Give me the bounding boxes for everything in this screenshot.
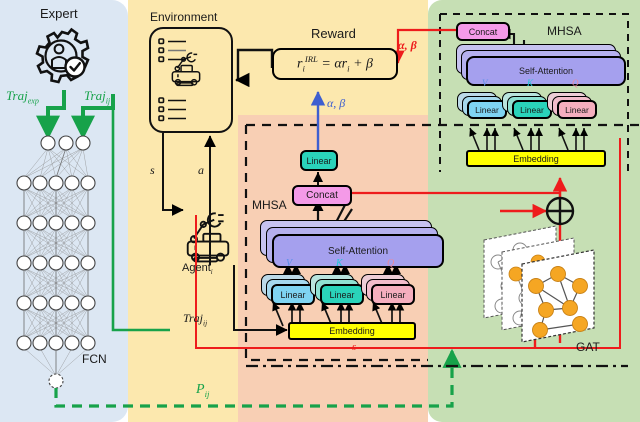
expert-title: Expert	[40, 6, 78, 21]
reward-formula-box: riIRL = αri + β	[272, 48, 398, 80]
p-ij-label: Pij	[196, 382, 210, 399]
gat-layers	[483, 225, 595, 343]
agent-robot-arm-vehicle-icon	[186, 212, 230, 263]
traj-ij-label-bottom: Trajij	[183, 311, 208, 328]
mhsa-bottom-linear-out[interactable]: Linear	[300, 150, 338, 171]
mhsa-top-q-label: Q	[572, 78, 579, 88]
agent-label: Agenti	[182, 262, 213, 277]
mhsa-bottom-linear-v[interactable]: Linear	[271, 284, 315, 305]
traj-expert-label: Trajexp	[6, 88, 39, 106]
alpha-beta-red-label: α, β	[398, 38, 417, 52]
mhsa-bottom-concat[interactable]: Concat	[292, 185, 352, 206]
mhsa-bottom-boundary	[244, 125, 428, 362]
mhsa-bottom-q-label: Q	[387, 258, 395, 269]
mhsa-top-k-label: K	[527, 78, 534, 88]
mhsa-top-linear-k[interactable]: Linear	[512, 100, 552, 119]
environment-box	[149, 27, 233, 133]
mhsa-bottom-k-label: K	[336, 258, 343, 269]
p-ij-feedback-path	[54, 348, 462, 408]
mhsa-top-linear-v[interactable]: Linear	[467, 100, 507, 119]
mhsa-bottom-embedding[interactable]: Embedding	[288, 322, 416, 340]
mhsa-bottom-self-attention[interactable]: Self-Attention	[272, 234, 444, 268]
mhsa-bottom-linear-q[interactable]: Linear	[371, 284, 415, 305]
mhsa-bottom-v-label: V	[286, 258, 293, 269]
robot-vehicle-icon	[171, 52, 201, 87]
action-label: a	[198, 163, 204, 177]
mhsa-bottom-linear-k[interactable]: Linear	[320, 284, 364, 305]
gat-label: GAT	[576, 340, 600, 354]
mhsa-top-linear-q[interactable]: Linear	[557, 100, 597, 119]
mhsa-top-v-label: V	[482, 78, 488, 88]
environment-title: Environment	[150, 10, 218, 24]
fcn-network	[23, 147, 89, 377]
mhsa-top-title: MHSA	[547, 24, 582, 38]
mhsa-bottom-title: MHSA	[252, 198, 287, 212]
alpha-beta-blue-label: α, β	[327, 96, 346, 110]
reward-title: Reward	[311, 26, 356, 41]
traj-ij-label-top: Trajij	[84, 88, 111, 106]
state-label: s	[150, 163, 155, 177]
fcn-nodes	[16, 135, 96, 389]
mhsa-top-self-attention[interactable]: Self-Attention	[466, 56, 626, 86]
fcn-label: FCN	[82, 352, 107, 366]
summation-node	[545, 196, 575, 226]
mhsa-bottom-input-label: s	[352, 341, 357, 353]
expert-gear-person-check-icon	[35, 27, 90, 84]
mhsa-top-embedding[interactable]: Embedding	[466, 150, 606, 167]
mhsa-top-concat[interactable]: Concat	[456, 22, 510, 41]
